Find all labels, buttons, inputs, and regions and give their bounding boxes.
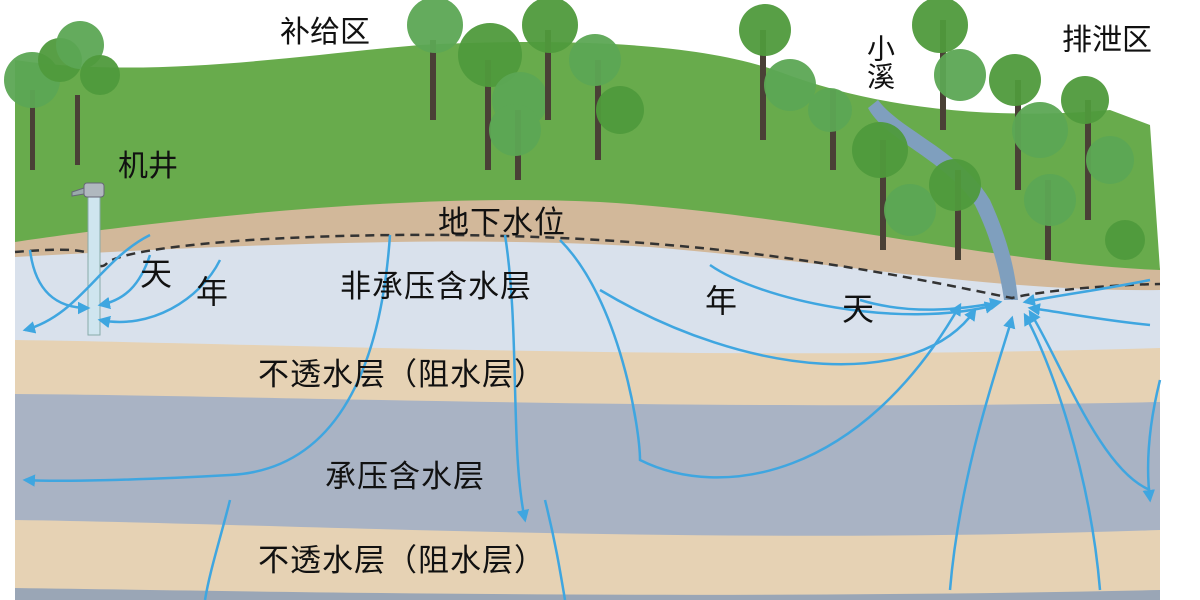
aquitard-lower-label: 不透水层（阻水层） [258,543,546,579]
well-label: 机井 [118,149,178,184]
flow-arrow [1142,379,1162,503]
flow-arrow [709,263,998,316]
flow-arrow [1027,303,1151,327]
flow-arrow [559,239,962,479]
tree [569,34,644,160]
well-pipe [87,189,101,336]
flow-arrow [503,234,530,523]
flow-arrow [1022,278,1151,307]
flow-arrow [859,297,1003,311]
day-left-label: 天 [140,255,173,293]
flow-arrow [22,234,392,487]
well-structure [71,182,105,336]
tree [522,0,578,120]
confined-aquifer-label: 承压含水层 [325,459,485,495]
stream-label: 小溪 [862,30,896,94]
water-table-label: 地下水位 [438,205,566,241]
tree [852,122,936,250]
flow-line [203,499,232,600]
day-right-label: 天 [842,290,875,328]
trees [4,0,1145,260]
discharge-zone-label: 排泄区 [1062,23,1152,58]
flow-arrow [28,249,91,315]
tree [407,0,463,120]
tree [912,0,986,130]
water-table-line [14,233,1161,300]
tree [1061,76,1134,220]
tree [739,4,816,140]
tree [989,54,1068,190]
recharge-zone-label: 补给区 [280,15,370,50]
flow-arrow [948,315,1016,591]
tree [1024,174,1145,260]
year-right-label: 年 [705,282,738,320]
well-spout-icon [71,187,85,197]
flow-arrow [599,288,977,366]
flow-arrows [22,233,1162,591]
confined-aquifer-layer [15,392,1160,536]
unconfined-aquifer-label: 非承压含水层 [340,269,532,305]
flow-arrow [1028,309,1151,492]
flow-line [543,499,567,600]
tree [929,159,981,260]
flow-arrow [97,254,152,310]
well-pump [83,182,105,198]
soil-layer [15,198,1160,291]
grass-surface [15,42,1160,271]
flow-arrow [97,259,222,329]
stream-channel [868,100,1018,300]
flow-arrow [1023,312,1102,591]
tree [808,88,852,170]
aquitard-lower-layer [15,518,1160,595]
tree [489,104,541,180]
aquitard-upper-label: 不透水层（阻水层） [258,357,546,393]
flow-arrow [22,233,151,334]
year-left-label: 年 [196,273,229,311]
flow-arrows-lower [203,499,567,600]
tree [56,21,120,165]
aquitard-upper-layer [15,338,1160,406]
